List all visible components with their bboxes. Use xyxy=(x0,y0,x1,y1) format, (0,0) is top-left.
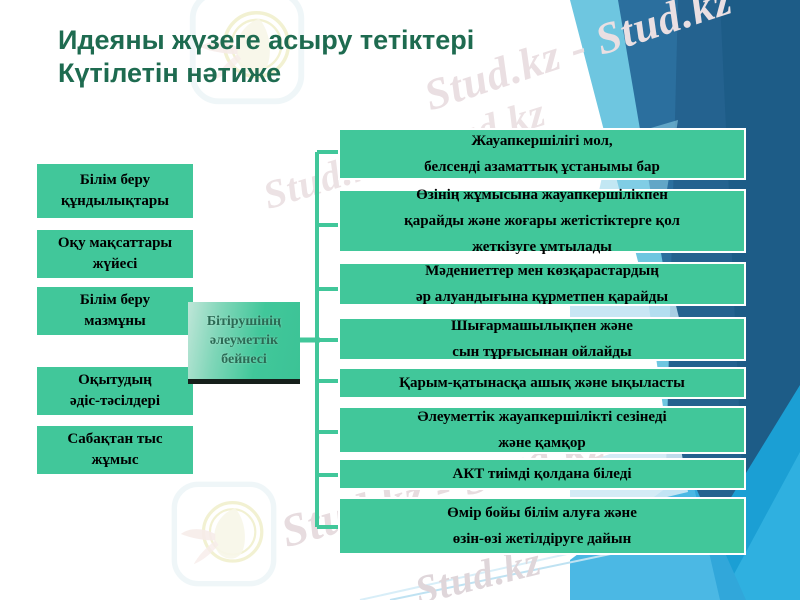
left-node-5[interactable]: Сабақтан тыс жұмыс xyxy=(35,424,195,476)
right-node-5-label: Қарым-қатынасқа ашық және ықыласты xyxy=(399,375,685,391)
right-node-6-label: Әлеуметтік жауапкершілікті сезінеді және… xyxy=(417,409,667,451)
left-node-3-label: Білім беру мазмұны xyxy=(79,292,151,329)
right-node-6[interactable]: Әлеуметтік жауапкершілікті сезінеді және… xyxy=(338,406,746,454)
left-node-4[interactable]: Оқытудың әдіс-тәсілдері xyxy=(35,365,195,417)
right-node-3[interactable]: Мәдениеттер мен көзқарастардың әр алуанд… xyxy=(338,262,746,306)
left-node-3[interactable]: Білім беру мазмұны xyxy=(35,285,195,337)
left-node-4-label: Оқытудың әдіс-тәсілдері xyxy=(69,372,161,409)
right-node-2[interactable]: Өзінің жұмысына жауапкершілікпен қарайды… xyxy=(338,187,746,255)
bird-leaf-logo-icon-2 xyxy=(171,481,277,587)
center-node-label: Бітірушінің әлеуметтік бейнесі xyxy=(206,314,282,367)
diagonal-line xyxy=(389,551,621,600)
right-node-1[interactable]: Жауапкершілігі мол, белсенді азаматтық ұ… xyxy=(338,128,746,180)
right-node-8-label: Өмір бойы білім алуға және өзін-өзі жеті… xyxy=(447,505,637,547)
right-node-4[interactable]: Шығармашылықпен және сын тұрғысынан ойла… xyxy=(338,317,746,361)
right-node-7-label: АКТ тиімді қолдана біледі xyxy=(452,466,632,482)
left-node-2-label: Оқу мақсаттары жүйесі xyxy=(57,235,173,272)
left-node-1[interactable]: Білім беру құндылықтары xyxy=(35,162,195,220)
left-node-2[interactable]: Оқу мақсаттары жүйесі xyxy=(35,228,195,280)
right-node-4-label: Шығармашылықпен және сын тұрғысынан ойла… xyxy=(451,318,633,360)
right-node-1-label: Жауапкершілігі мол, белсенді азаматтық ұ… xyxy=(424,133,660,175)
right-node-7[interactable]: АКТ тиімді қолдана біледі xyxy=(338,458,746,490)
left-node-5-label: Сабақтан тыс жұмыс xyxy=(67,431,163,468)
right-node-8[interactable]: Өмір бойы білім алуға және өзін-өзі жеті… xyxy=(338,497,746,555)
center-node[interactable]: Бітірушінің әлеуметтік бейнесі xyxy=(188,302,300,384)
page-title: Идеяны жүзеге асыру тетіктері Күтілетін … xyxy=(58,25,475,88)
left-node-1-label: Білім беру құндылықтары xyxy=(61,172,169,209)
right-node-2-label: Өзінің жұмысына жауапкершілікпен қарайды… xyxy=(404,187,680,255)
right-node-5[interactable]: Қарым-қатынасқа ашық және ықыласты xyxy=(338,367,746,399)
right-node-3-label: Мәдениеттер мен көзқарастардың әр алуанд… xyxy=(415,263,669,305)
